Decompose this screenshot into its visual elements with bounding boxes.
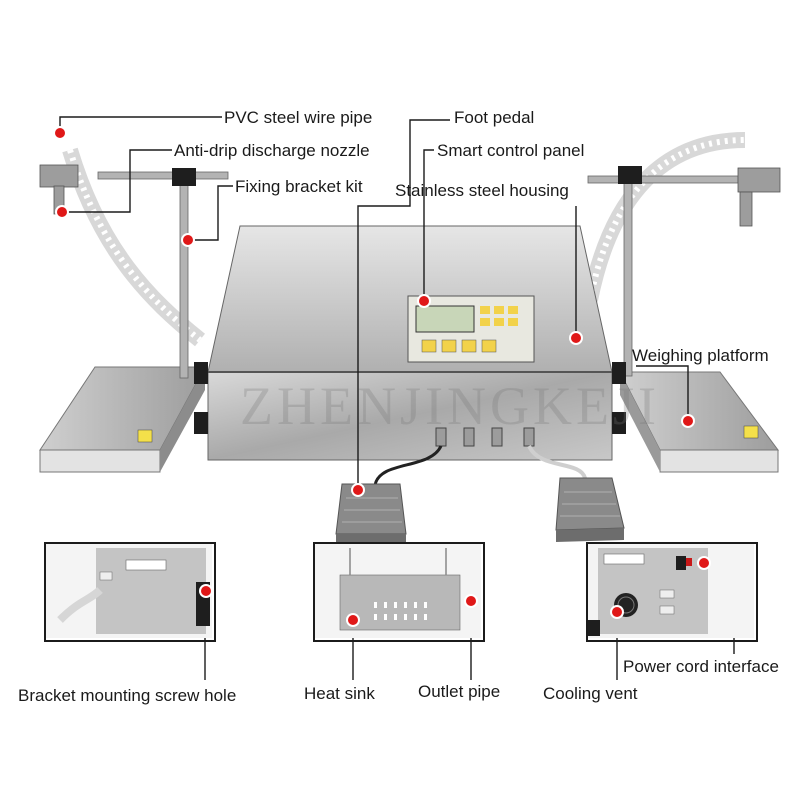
- marker-power-cord: [699, 558, 709, 568]
- marker-screw-hole: [201, 586, 211, 596]
- red-markers: [53, 126, 711, 627]
- right-bracket-kit: [587, 166, 781, 434]
- label-nozzle: Anti-drip discharge nozzle: [174, 141, 370, 160]
- label-outlet-pipe: Outlet pipe: [418, 682, 501, 701]
- marker-heat-sink: [348, 615, 358, 625]
- leader-nozzle: [62, 149, 172, 213]
- label-cooling-vent: Cooling vent: [543, 684, 638, 703]
- leader-foot-pedal: [357, 119, 450, 488]
- label-weighing-platform: Weighing platform: [632, 346, 769, 365]
- left-weighing-platform: [39, 366, 206, 473]
- label-housing: Stainless steel housing: [395, 181, 569, 200]
- inset-frame-heat-sink: [313, 542, 485, 642]
- leader-control-panel: [423, 149, 434, 300]
- label-power-cord: Power cord interface: [623, 657, 779, 676]
- inset-power-cooling-graphic: [588, 544, 754, 638]
- left-bracket-kit: [39, 164, 229, 434]
- inset-frame-screw-hole: [44, 542, 216, 642]
- label-pvc-pipe: PVC steel wire pipe: [224, 108, 373, 127]
- right-foot-pedal-graphic: [555, 477, 625, 542]
- marker-outlet-pipe: [466, 596, 476, 606]
- label-control-panel: Smart control panel: [437, 141, 585, 160]
- inset-frame-power-cooling: [586, 542, 758, 642]
- label-heat-sink: Heat sink: [304, 684, 375, 703]
- left-pedal-cable: [373, 445, 443, 486]
- marker-control-panel: [419, 296, 429, 306]
- marker-pvc-pipe: [55, 128, 65, 138]
- label-screw-hole: Bracket mounting screw hole: [18, 686, 237, 705]
- marker-housing: [571, 333, 581, 343]
- marker-weighing: [683, 416, 693, 426]
- right-pedal-cable: [527, 444, 587, 479]
- label-foot-pedal: Foot pedal: [454, 108, 535, 127]
- left-foot-pedal-graphic: [335, 483, 407, 546]
- leader-weighing: [636, 365, 689, 420]
- marker-foot-pedal: [353, 485, 363, 495]
- inset-heat-sink-graphic: [315, 544, 481, 638]
- control-panel-graphic: [407, 295, 535, 363]
- watermark: ZHENJINGKEJI: [240, 376, 660, 436]
- right-weighing-platform: [619, 371, 779, 473]
- leader-pvc-pipe: [59, 116, 222, 132]
- leader-bracket-kit: [188, 185, 233, 241]
- marker-bracket-kit: [183, 235, 193, 245]
- callout-lines: [59, 116, 735, 680]
- label-bracket-kit: Fixing bracket kit: [235, 177, 363, 196]
- marker-cooling-vent: [612, 607, 622, 617]
- marker-nozzle: [57, 207, 67, 217]
- inset-bracket-screw-hole-graphic: [46, 544, 212, 638]
